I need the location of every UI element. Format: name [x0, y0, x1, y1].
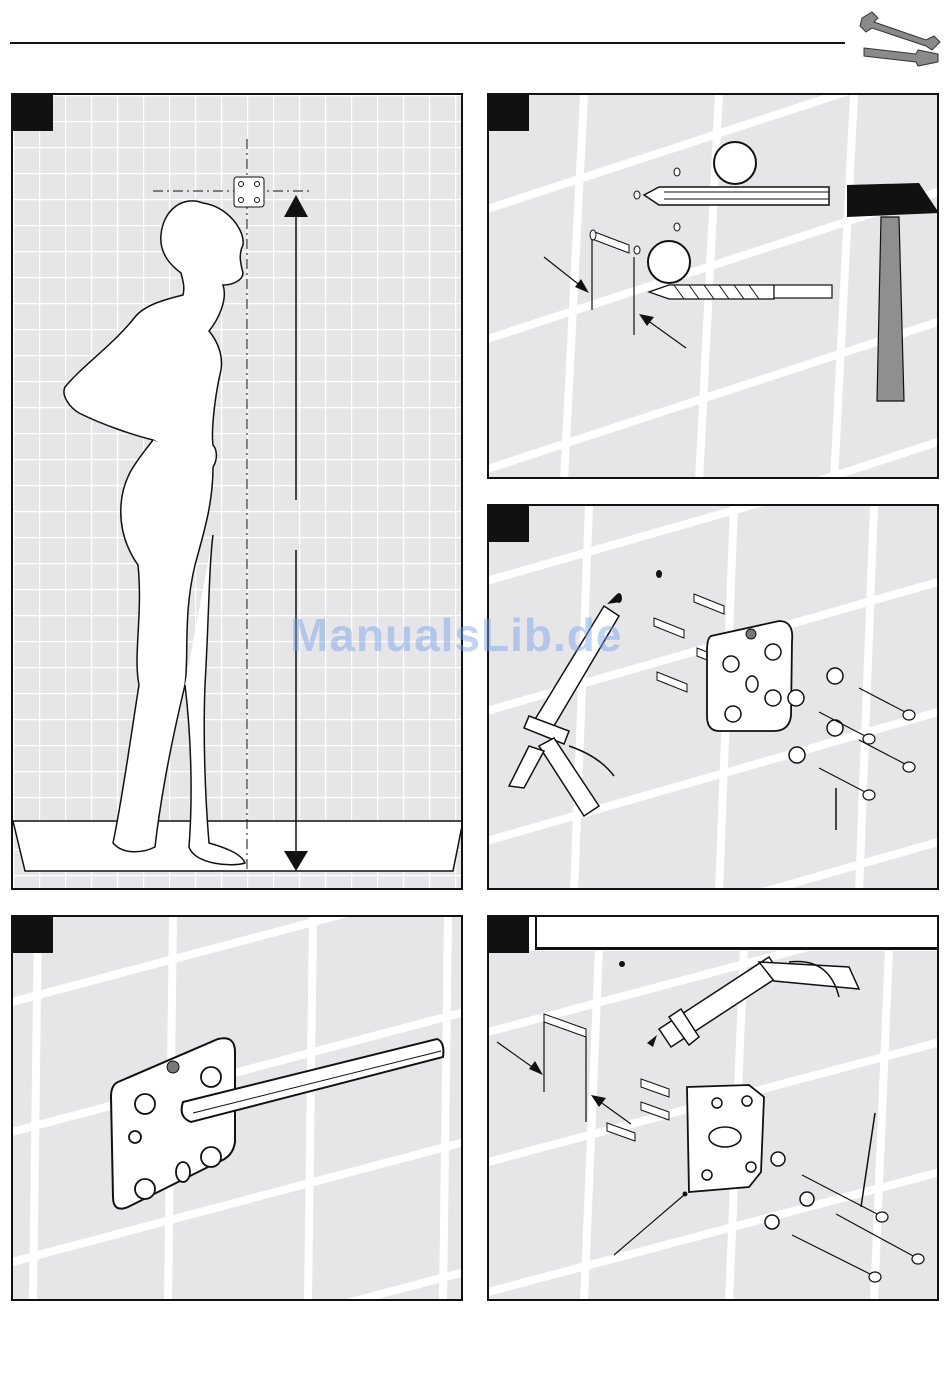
header-rule — [10, 42, 845, 44]
step-number-box — [489, 95, 529, 131]
panel-2-illustration — [489, 95, 939, 479]
panel-4 — [11, 915, 463, 1301]
panel-1 — [11, 93, 463, 890]
panel-5 — [487, 915, 939, 1301]
panel-4-illustration — [13, 917, 463, 1301]
step-number-box — [13, 917, 53, 953]
step-label-box — [535, 917, 937, 949]
step-number-box — [489, 917, 529, 953]
panel-1-illustration — [13, 95, 463, 890]
wrench-screwdriver-icon — [856, 10, 942, 68]
step-number-box — [489, 506, 529, 542]
panel-5-illustration — [489, 917, 939, 1301]
step-number-box — [13, 95, 53, 131]
panel-3-illustration — [489, 506, 939, 890]
panel-3 — [487, 504, 939, 890]
panel-2 — [487, 93, 939, 479]
